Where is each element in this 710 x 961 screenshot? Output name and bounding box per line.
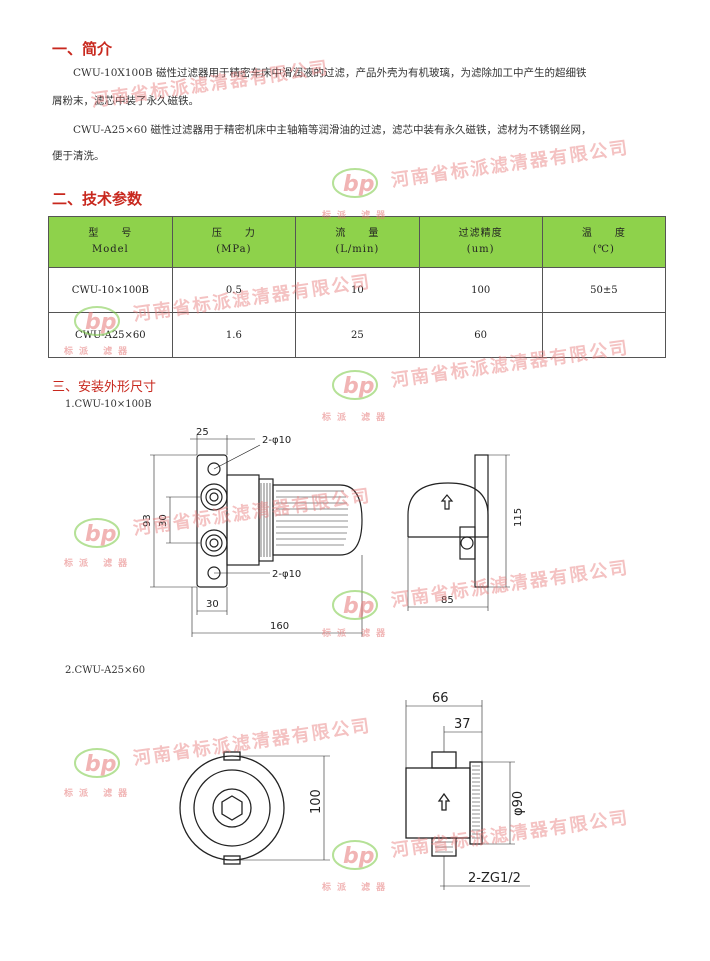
- table-row: CWU-A25×60 1.6 25 60: [48, 312, 667, 358]
- table-row: CWU-10×100B 0.5 10 100 50±5: [48, 267, 667, 313]
- watermark-logo-icon: bp: [74, 306, 120, 336]
- dim-93: 93: [142, 514, 153, 527]
- drawing-1-label: 1.CWU-10×100B: [65, 399, 152, 410]
- watermark-logo-icon: bp: [332, 590, 378, 620]
- dim-25: 25: [196, 427, 209, 438]
- dim-30-horizontal: 30: [206, 599, 219, 610]
- spec-header-temperature: 温 度(℃): [541, 216, 667, 268]
- svg-text:bp: bp: [343, 172, 375, 197]
- svg-text:bp: bp: [343, 374, 375, 399]
- table-cell: 50±5: [541, 267, 667, 313]
- svg-text:bp: bp: [85, 522, 117, 547]
- dim-hole-top: 2-φ10: [262, 435, 291, 446]
- dim-30-vertical: 30: [158, 514, 169, 527]
- dim-phi90: φ90: [511, 791, 526, 816]
- section-title-intro: 一、简介: [52, 40, 113, 58]
- table-cell: [541, 312, 667, 358]
- dim-160: 160: [270, 621, 289, 632]
- spec-header-flow: 流 量(L/min): [295, 216, 420, 268]
- watermark-logo-subtext: 标派 滤器: [322, 629, 392, 639]
- watermark-logo-subtext: 标派 滤器: [64, 789, 134, 799]
- table-cell: 100: [418, 267, 543, 313]
- watermark-logo-subtext: 标派 滤器: [322, 413, 392, 423]
- table-cell: 1.6: [171, 312, 297, 358]
- drawing-1-cwu-10x100b: 25 2-φ10 2-φ10 93 30 30 160 115 85: [142, 427, 524, 637]
- watermark-logo-icon: bp: [332, 840, 378, 870]
- dim-100: 100: [309, 789, 324, 814]
- table-cell: 10: [295, 267, 420, 313]
- spec-header-pressure: 压 力(MPa): [171, 216, 297, 268]
- watermark-logo-icon: bp: [74, 748, 120, 778]
- svg-text:bp: bp: [85, 310, 117, 335]
- dim-37: 37: [454, 717, 471, 732]
- svg-text:bp: bp: [85, 752, 117, 777]
- section-title-specs: 二、技术参数: [52, 190, 143, 208]
- watermark-logo-subtext: 标派 滤器: [64, 559, 134, 569]
- svg-text:bp: bp: [343, 844, 375, 869]
- intro-para-2b: 便于清洗。: [52, 150, 105, 162]
- drawing-2-cwu-a25x60: 66 37 100 φ90 2-ZG1/2: [179, 691, 530, 890]
- drawing-2-label: 2.CWU-A25×60: [65, 665, 146, 676]
- table-cell: CWU-A25×60: [48, 312, 173, 358]
- section-title-dimensions: 三、安装外形尺寸: [52, 380, 157, 395]
- intro-para-1a: CWU-10X100B 磁性过滤器用于精密车床中滑润液的过滤，产品外壳为有机玻璃…: [73, 67, 587, 79]
- dim-hole-bottom: 2-φ10: [272, 569, 301, 580]
- table-cell: 25: [295, 312, 420, 358]
- dim-zg-thread: 2-ZG1/2: [468, 871, 521, 886]
- watermark-logo-icon: bp: [332, 168, 378, 198]
- intro-para-1b: 屑粉末，滤芯中装了永久磁铁。: [52, 95, 199, 107]
- table-cell: 0.5: [171, 267, 297, 313]
- dim-115: 115: [513, 508, 524, 527]
- svg-text:bp: bp: [343, 594, 375, 619]
- dim-85: 85: [441, 595, 454, 606]
- spec-header-precision: 过滤精度(um): [418, 216, 543, 268]
- watermark-logo-icon: bp: [332, 370, 378, 400]
- watermark-logo-subtext: 标派 滤器: [64, 347, 134, 357]
- watermark-logo-subtext: 标派 滤器: [322, 883, 392, 893]
- dim-66: 66: [432, 691, 449, 706]
- intro-para-2a: CWU-A25×60 磁性过滤器用于精密机床中主轴箱等润滑油的过滤，滤芯中装有永…: [73, 124, 592, 136]
- table-cell: 60: [418, 312, 543, 358]
- watermark-logo-subtext: 标派 滤器: [322, 211, 392, 221]
- watermark-logo-icon: bp: [74, 518, 120, 548]
